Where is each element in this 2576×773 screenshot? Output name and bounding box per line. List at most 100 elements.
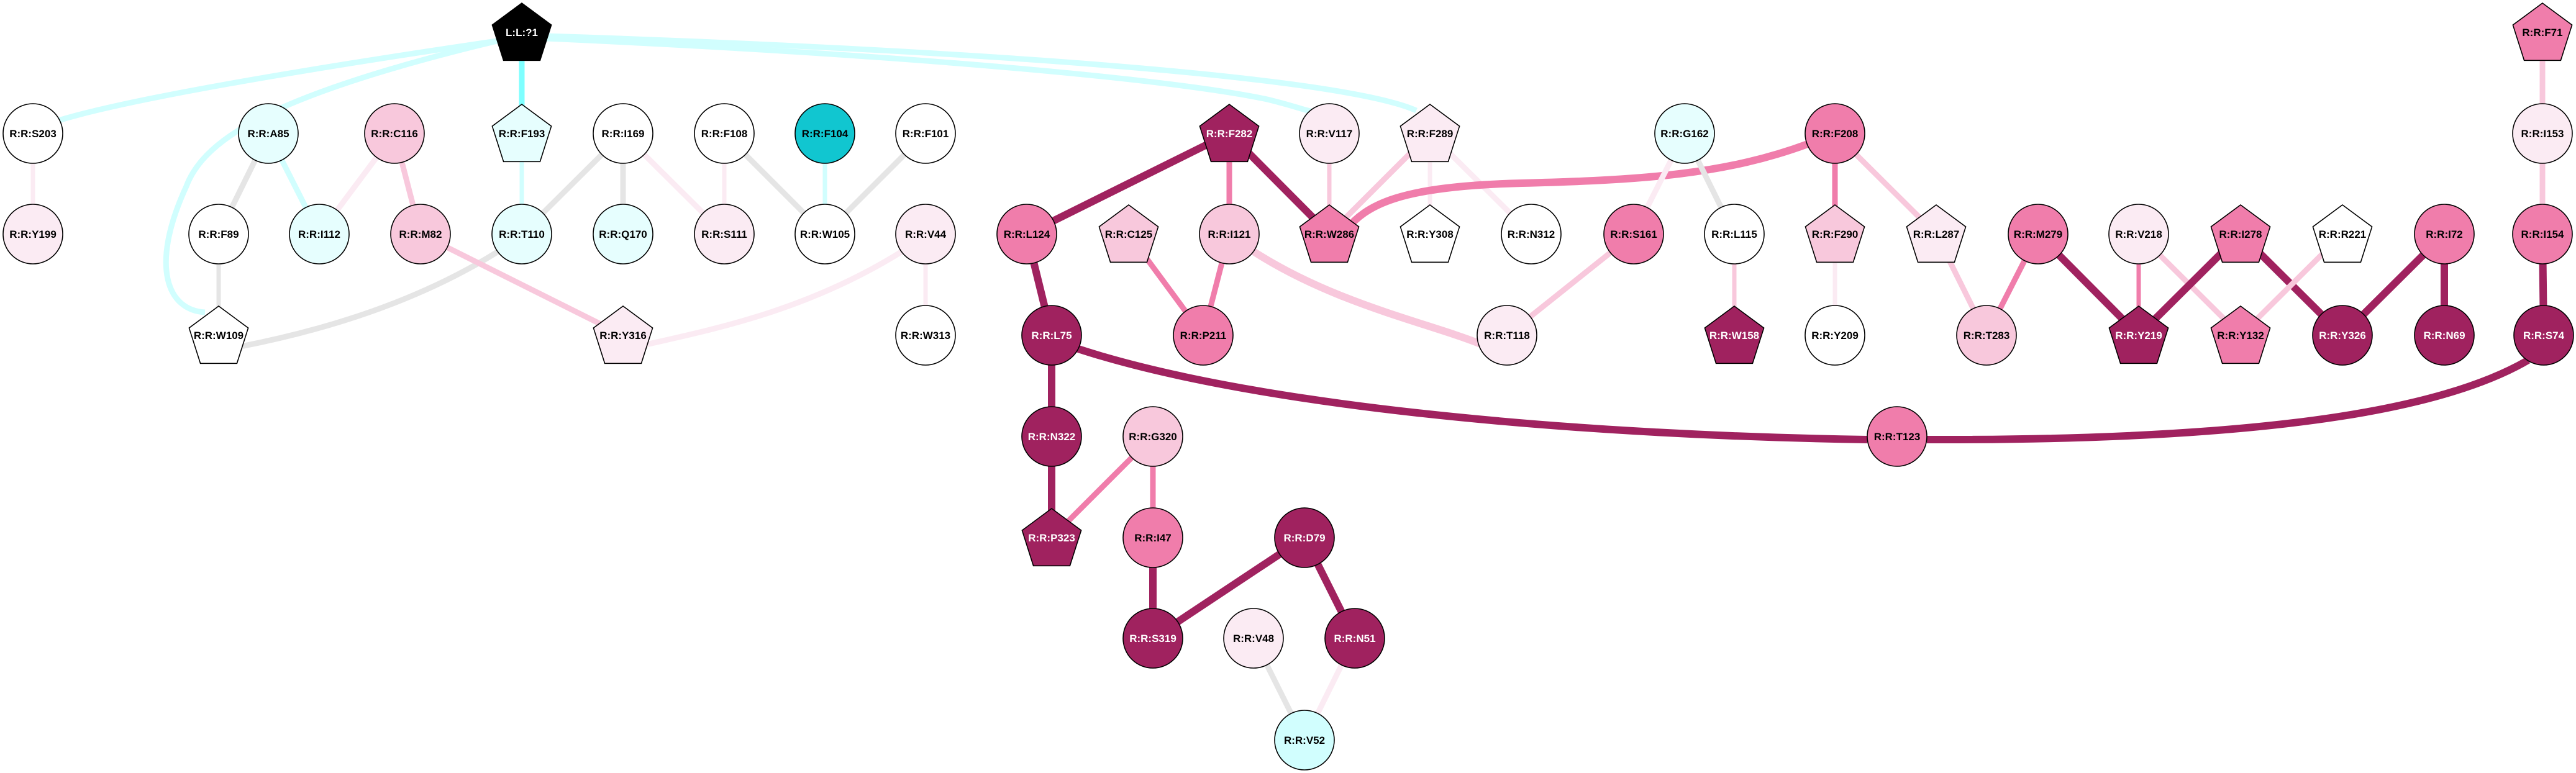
node-r-r-t123[interactable]: R:R:T123 (1867, 406, 1927, 467)
node-r-r-i154[interactable]: R:R:I154 (2512, 204, 2573, 264)
node-r-r-y308[interactable]: R:R:Y308 (1400, 204, 1460, 263)
node-r-r-g320[interactable]: R:R:G320 (1122, 406, 1183, 467)
node-r-r-n322[interactable]: R:R:N322 (1021, 406, 1082, 467)
node-r-r-l287[interactable]: R:R:L287 (1906, 204, 1967, 263)
edge-r-r-f282-to-r-r-l124 (1025, 130, 1231, 238)
node-r-r-w158[interactable]: R:R:W158 (1704, 305, 1765, 364)
node-r-r-l115[interactable]: R:R:L115 (1704, 204, 1765, 264)
node-r-r-v48[interactable]: R:R:V48 (1223, 608, 1284, 669)
node-r-r-i47[interactable]: R:R:I47 (1122, 507, 1183, 568)
node-r-r-l75[interactable]: R:R:L75 (1021, 305, 1082, 366)
node-r-r-y316[interactable]: R:R:Y316 (593, 305, 653, 364)
node-r-r-m279[interactable]: R:R:M279 (2008, 204, 2069, 264)
node-r-r-f289[interactable]: R:R:F289 (1400, 104, 1460, 163)
node-label: R:R:M279 (2014, 228, 2062, 240)
node-r-r-p211[interactable]: R:R:P211 (1173, 305, 1234, 366)
node-circle-shape (2108, 204, 2169, 264)
node-circle-shape (895, 204, 956, 264)
edge-r-r-t110-to-r-r-w109 (240, 249, 500, 350)
edge-r-r-f208-to-r-r-w286 (1342, 140, 1809, 233)
node-l-l-1[interactable]: L:L:?1 (491, 2, 552, 61)
node-circle-shape (694, 103, 755, 164)
node-r-r-s203[interactable]: R:R:S203 (2, 103, 63, 164)
node-r-r-y209[interactable]: R:R:Y209 (1805, 305, 1865, 366)
node-r-r-f89[interactable]: R:R:F89 (188, 204, 249, 264)
node-r-r-t283[interactable]: R:R:T283 (1956, 305, 2017, 366)
node-r-r-y199[interactable]: R:R:Y199 (2, 204, 63, 264)
edge-r-r-l75-to-r-r-t123 (1073, 344, 1868, 443)
node-r-r-w313[interactable]: R:R:W313 (895, 305, 956, 366)
node-r-r-i112[interactable]: R:R:I112 (289, 204, 350, 264)
node-r-r-w286[interactable]: R:R:W286 (1299, 204, 1360, 263)
node-r-r-n69[interactable]: R:R:N69 (2414, 305, 2475, 366)
node-r-r-g162[interactable]: R:R:G162 (1654, 103, 1715, 164)
node-label: R:R:V44 (905, 228, 947, 240)
node-r-r-t110[interactable]: R:R:T110 (491, 204, 552, 264)
node-r-r-f290[interactable]: R:R:F290 (1805, 204, 1865, 263)
node-label: R:R:S161 (1610, 228, 1657, 240)
node-pentagon-shape (491, 104, 552, 163)
node-r-r-p323[interactable]: R:R:P323 (1021, 508, 1082, 567)
node-r-r-n51[interactable]: R:R:N51 (1324, 608, 1385, 669)
node-r-r-y219[interactable]: R:R:Y219 (2108, 305, 2169, 364)
edge-l-l-1-to-r-r-v117 (546, 35, 1316, 115)
node-r-r-f104[interactable]: R:R:F104 (794, 103, 855, 164)
node-r-r-v44[interactable]: R:R:V44 (895, 204, 956, 264)
node-r-r-y132[interactable]: R:R:Y132 (2210, 305, 2271, 364)
node-label: R:R:N69 (2423, 330, 2465, 341)
node-circle-shape (2513, 305, 2574, 366)
node-r-r-q170[interactable]: R:R:Q170 (593, 204, 653, 264)
node-r-r-c125[interactable]: R:R:C125 (1098, 204, 1159, 263)
node-circle-shape (1021, 305, 1082, 366)
node-label: R:R:I278 (2219, 228, 2262, 240)
node-r-r-n312[interactable]: R:R:N312 (1501, 204, 1562, 264)
node-r-r-m82[interactable]: R:R:M82 (390, 204, 451, 264)
edge-r-r-t123-to-r-r-s74 (1926, 356, 2531, 444)
edge-r-r-d79-to-r-r-s319 (1150, 535, 1307, 641)
node-label: R:R:M82 (399, 228, 442, 240)
node-label: R:R:C125 (1105, 228, 1153, 240)
node-circle-shape (1805, 103, 1865, 164)
node-r-r-a85[interactable]: R:R:A85 (238, 103, 299, 164)
node-r-r-l124[interactable]: R:R:L124 (996, 204, 1057, 264)
node-circle-shape (1805, 305, 1865, 366)
node-label: R:R:L287 (1913, 228, 1960, 240)
node-r-r-d79[interactable]: R:R:D79 (1274, 507, 1335, 568)
edge-r-r-m82-to-r-r-y316 (419, 231, 625, 338)
node-r-r-s74[interactable]: R:R:S74 (2513, 305, 2574, 366)
node-r-r-i153[interactable]: R:R:I153 (2512, 103, 2573, 164)
node-r-r-i278[interactable]: R:R:I278 (2210, 204, 2271, 263)
node-label: R:R:Y308 (1406, 228, 1454, 240)
node-r-r-f71[interactable]: R:R:F71 (2512, 2, 2573, 61)
node-r-r-i169[interactable]: R:R:I169 (593, 103, 653, 164)
node-circle-shape (1867, 406, 1927, 467)
node-r-r-i72[interactable]: R:R:I72 (2414, 204, 2475, 264)
node-circle-shape (794, 103, 855, 164)
node-r-r-c116[interactable]: R:R:C116 (364, 103, 425, 164)
node-circle-shape (1501, 204, 1562, 264)
node-circle-shape (238, 103, 299, 164)
node-circle-shape (1199, 204, 1260, 264)
node-r-r-r221[interactable]: R:R:R221 (2312, 204, 2373, 263)
node-r-r-f101[interactable]: R:R:F101 (895, 103, 956, 164)
node-r-r-f193[interactable]: R:R:F193 (491, 104, 552, 163)
node-circle-shape (1654, 103, 1715, 164)
node-r-r-w109[interactable]: R:R:W109 (188, 305, 249, 364)
node-r-r-w105[interactable]: R:R:W105 (794, 204, 855, 264)
node-r-r-s161[interactable]: R:R:S161 (1603, 204, 1664, 264)
node-r-r-v52[interactable]: R:R:V52 (1274, 710, 1335, 771)
node-r-r-i121[interactable]: R:R:I121 (1199, 204, 1260, 264)
node-r-r-s319[interactable]: R:R:S319 (1122, 608, 1183, 669)
node-r-r-s111[interactable]: R:R:S111 (694, 204, 755, 264)
node-label: R:R:L124 (1004, 228, 1050, 240)
node-label: R:R:P323 (1028, 532, 1075, 544)
node-r-r-f282[interactable]: R:R:F282 (1199, 104, 1260, 163)
node-circle-shape (1274, 507, 1335, 568)
node-r-r-v117[interactable]: R:R:V117 (1299, 103, 1360, 164)
node-r-r-f108[interactable]: R:R:F108 (694, 103, 755, 164)
node-r-r-v218[interactable]: R:R:V218 (2108, 204, 2169, 264)
node-pentagon-shape (593, 305, 653, 364)
node-r-r-t118[interactable]: R:R:T118 (1477, 305, 1537, 366)
node-r-r-y326[interactable]: R:R:Y326 (2312, 305, 2373, 366)
node-r-r-f208[interactable]: R:R:F208 (1805, 103, 1865, 164)
